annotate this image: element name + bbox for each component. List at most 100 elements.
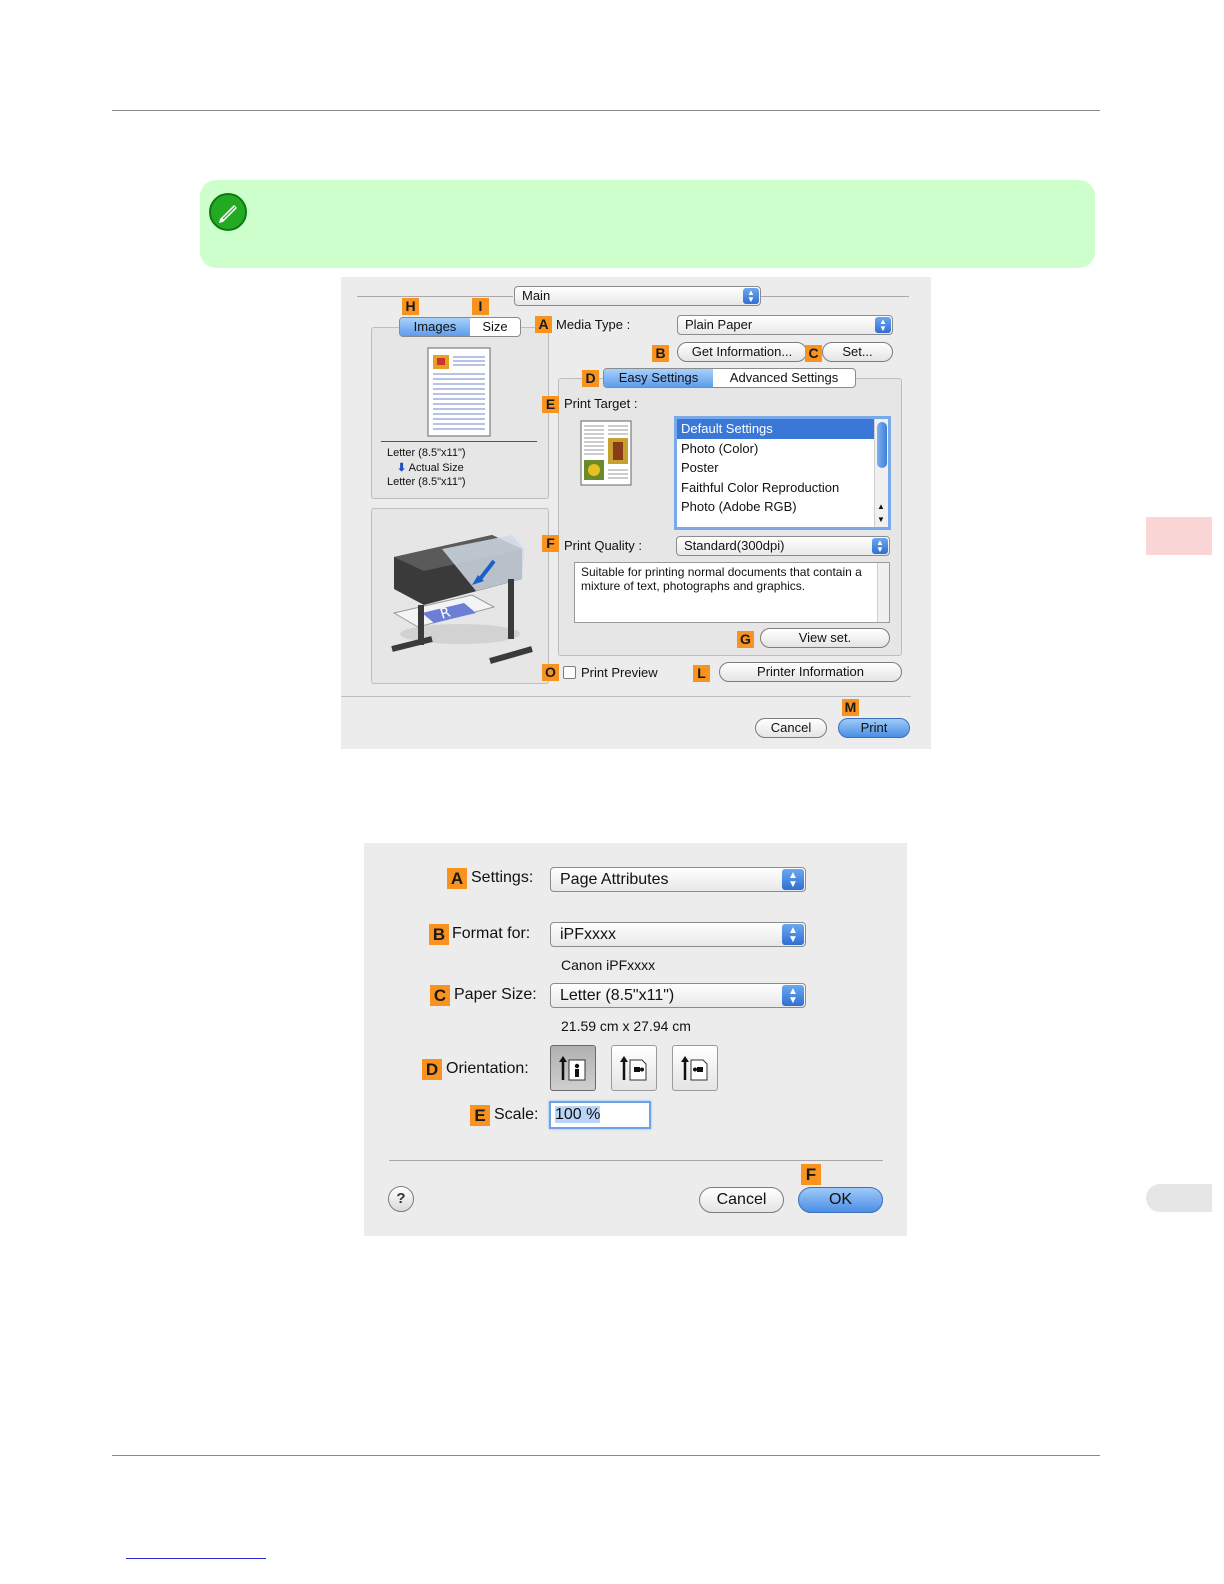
orientation-landscape-right-button[interactable] — [672, 1045, 718, 1091]
quality-description: Suitable for printing normal documents t… — [574, 562, 890, 623]
popup-arrows-icon: ▲▼ — [743, 288, 759, 304]
print-quality-value: Standard(300dpi) — [684, 538, 785, 553]
get-information-button[interactable]: Get Information... — [677, 342, 807, 362]
scroll-down-icon[interactable]: ▼ — [877, 515, 885, 524]
settings-label: Settings: — [471, 869, 534, 886]
paper-dimensions-label: 21.59 cm x 27.94 cm — [561, 1018, 691, 1034]
print-target-label: Print Target : — [564, 396, 638, 411]
scroll-up-icon[interactable]: ▲ — [877, 502, 885, 511]
landscape-right-icon — [681, 1056, 708, 1081]
printer-information-button[interactable]: Printer Information — [719, 662, 902, 682]
settings-popup[interactable]: Page Attributes ▲▼ — [550, 867, 806, 892]
badge-d: D — [582, 370, 599, 387]
list-scrollbar[interactable]: ▲ ▼ — [874, 419, 888, 527]
orientation-landscape-left-button[interactable] — [611, 1045, 657, 1091]
portrait-icon — [559, 1056, 586, 1081]
badge-e: E — [542, 396, 559, 413]
popup-arrows-icon: ▲▼ — [875, 317, 891, 333]
panel-popup-value: Main — [522, 288, 551, 303]
index-tab — [1146, 1184, 1212, 1212]
media-type-value: Plain Paper — [685, 317, 753, 332]
list-item[interactable]: Poster — [681, 460, 719, 475]
tab-easy-settings[interactable]: Easy Settings — [604, 369, 713, 387]
size-mode-row: ⬇ Actual Size — [397, 461, 464, 474]
badge-m: M — [842, 699, 859, 716]
panel-popup[interactable]: Main ▲▼ — [514, 286, 761, 306]
orientation-portrait-button[interactable] — [550, 1045, 596, 1091]
badge-b: B — [429, 924, 449, 945]
badge-o: O — [542, 664, 559, 681]
badge-c: C — [805, 345, 822, 362]
print-target-thumbnail — [580, 420, 632, 486]
badge-l: L — [693, 665, 710, 682]
help-icon[interactable]: ? — [388, 1186, 414, 1212]
scrollbar-thumb[interactable] — [877, 422, 887, 468]
print-preview-checkbox[interactable] — [563, 666, 576, 679]
page-setup-dialog: A Settings: Page Attributes ▲▼ B Format … — [364, 843, 907, 1236]
printer-illustration-panel: R — [371, 508, 549, 684]
print-preview-label: Print Preview — [581, 665, 658, 680]
paper-size-popup[interactable]: Letter (8.5"x11") ▲▼ — [550, 983, 806, 1008]
footer-link-underline — [126, 1558, 266, 1559]
paper-size-value: Letter (8.5"x11") — [560, 987, 675, 1004]
badge-i: I — [472, 298, 489, 315]
printer-name-label: Canon iPFxxxx — [561, 957, 656, 973]
media-type-label: Media Type : — [556, 317, 631, 332]
header-rule — [112, 110, 1100, 111]
scale-label: Scale: — [494, 1106, 539, 1123]
print-button[interactable]: Print — [838, 718, 910, 738]
pencil-icon — [209, 193, 247, 231]
popup-arrows-icon: ▲▼ — [782, 985, 804, 1006]
media-type-popup[interactable]: Plain Paper ▲▼ — [677, 315, 893, 335]
landscape-left-icon — [620, 1056, 647, 1081]
set-button[interactable]: Set... — [822, 342, 893, 362]
view-set-button[interactable]: View set. — [760, 628, 890, 648]
badge-d: D — [422, 1059, 442, 1080]
cancel-button[interactable]: Cancel — [755, 718, 827, 738]
scale-value: 100 % — [555, 1106, 601, 1123]
format-for-label: Format for: — [452, 925, 531, 942]
cancel-button[interactable]: Cancel — [699, 1187, 784, 1213]
list-item[interactable]: Photo (Adobe RGB) — [681, 499, 797, 514]
printer-illustration: R — [391, 535, 533, 664]
settings-tabs: Easy Settings Advanced Settings — [603, 368, 856, 388]
badge-b: B — [652, 345, 669, 362]
preview-tabs: Images Size — [399, 317, 521, 337]
list-item[interactable]: Photo (Color) — [681, 440, 759, 456]
badge-f: F — [542, 535, 559, 552]
format-for-value: iPFxxxx — [560, 926, 616, 943]
ok-button[interactable]: OK — [798, 1187, 883, 1213]
size-to-label: Letter (8.5"x11") — [387, 476, 466, 488]
popup-arrows-icon: ▲▼ — [782, 924, 804, 945]
page-thumbnail — [427, 347, 491, 437]
size-from-label: Letter (8.5"x11") — [387, 447, 466, 459]
print-target-list[interactable]: Default Settings Photo (Color) Poster Fa… — [674, 416, 891, 530]
settings-value: Page Attributes — [560, 871, 669, 888]
popup-arrows-icon: ▲▼ — [872, 538, 888, 554]
tab-images[interactable]: Images — [400, 318, 470, 336]
badge-h: H — [402, 298, 419, 315]
footer-rule — [112, 1455, 1100, 1456]
badge-g: G — [737, 631, 754, 648]
list-item[interactable]: Default Settings — [677, 419, 888, 439]
print-quality-label: Print Quality : — [564, 538, 643, 553]
list-item[interactable]: Faithful Color Reproduction — [681, 479, 840, 495]
format-for-popup[interactable]: iPFxxxx ▲▼ — [550, 922, 806, 947]
size-mode-label: Actual Size — [408, 462, 464, 474]
badge-c: C — [430, 985, 450, 1006]
print-dialog: Main ▲▼ H I Images Size Letter (8.5"x11"… — [341, 277, 931, 749]
orientation-label: Orientation: — [446, 1060, 529, 1077]
popup-arrows-icon: ▲▼ — [782, 869, 804, 890]
scale-input[interactable]: 100 % — [549, 1101, 651, 1129]
badge-f: F — [801, 1164, 821, 1185]
tab-advanced-settings[interactable]: Advanced Settings — [729, 370, 839, 385]
badge-a: A — [535, 316, 552, 333]
quality-description-text: Suitable for printing normal documents t… — [581, 565, 862, 593]
down-arrow-icon: ⬇ — [397, 462, 407, 474]
print-quality-popup[interactable]: Standard(300dpi) ▲▼ — [676, 536, 890, 556]
badge-e: E — [470, 1105, 490, 1126]
chapter-tab — [1146, 517, 1212, 555]
tab-size[interactable]: Size — [482, 319, 508, 334]
badge-a: A — [447, 868, 467, 889]
paper-size-label: Paper Size: — [454, 986, 537, 1003]
